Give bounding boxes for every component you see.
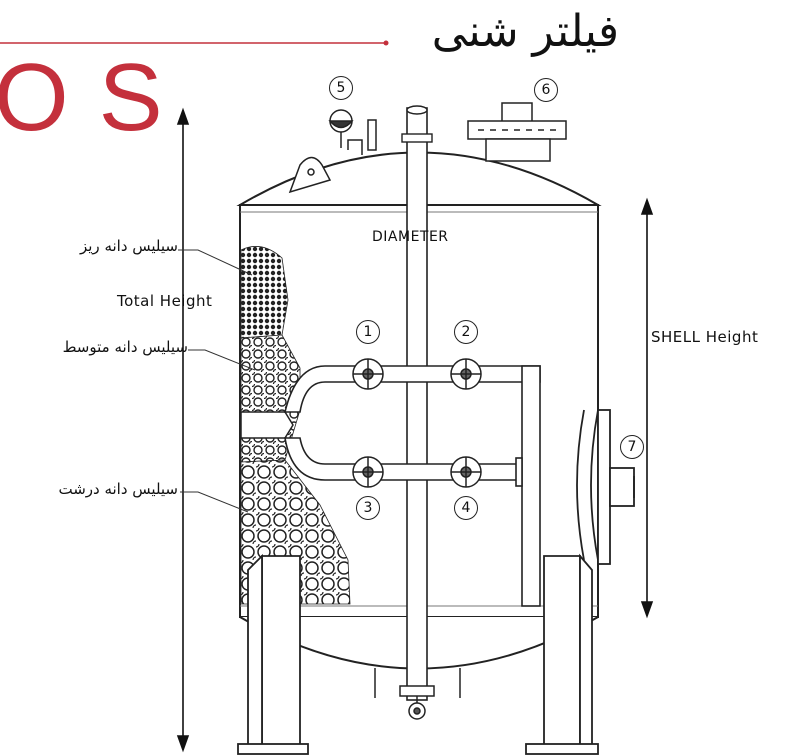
internal-collector xyxy=(240,411,294,439)
fine-silica-layer xyxy=(240,246,289,339)
brand-logo: OS xyxy=(0,44,193,151)
page-title: فیلتر شنی xyxy=(431,6,619,57)
central-pipe xyxy=(406,107,428,701)
label-shell-height: SHELL Height xyxy=(651,328,759,346)
label-diameter: DIAMETER xyxy=(372,229,449,245)
pressure-gauge xyxy=(328,109,377,155)
label-total-height: Total Height xyxy=(117,292,213,310)
title-underline-dot xyxy=(383,40,389,46)
lifting-lug xyxy=(288,156,332,194)
label-fine-silica: سیلیس دانه ریز xyxy=(79,237,178,255)
callout-4: 4 xyxy=(454,496,478,520)
top-manhole xyxy=(467,102,567,162)
callout-3: 3 xyxy=(356,496,380,520)
valve-3 xyxy=(352,456,384,488)
total-height-arrow xyxy=(176,107,190,753)
valve-4 xyxy=(450,456,482,488)
label-coarse-silica: سیلیس دانه درشت xyxy=(58,480,178,498)
callout-5: 5 xyxy=(329,76,353,100)
valve-1 xyxy=(352,358,384,390)
callout-6: 6 xyxy=(534,78,558,102)
bottom-drain xyxy=(374,668,461,720)
valve-2 xyxy=(450,358,482,390)
label-medium-silica: سیلیس دانه متوسط xyxy=(62,338,188,356)
callout-7: 7 xyxy=(620,435,644,459)
leader-lines xyxy=(178,249,256,513)
legs xyxy=(237,553,599,755)
side-manhole xyxy=(576,409,635,565)
shell-height-arrow xyxy=(640,197,654,619)
callout-1: 1 xyxy=(356,320,380,344)
callout-2: 2 xyxy=(454,320,478,344)
